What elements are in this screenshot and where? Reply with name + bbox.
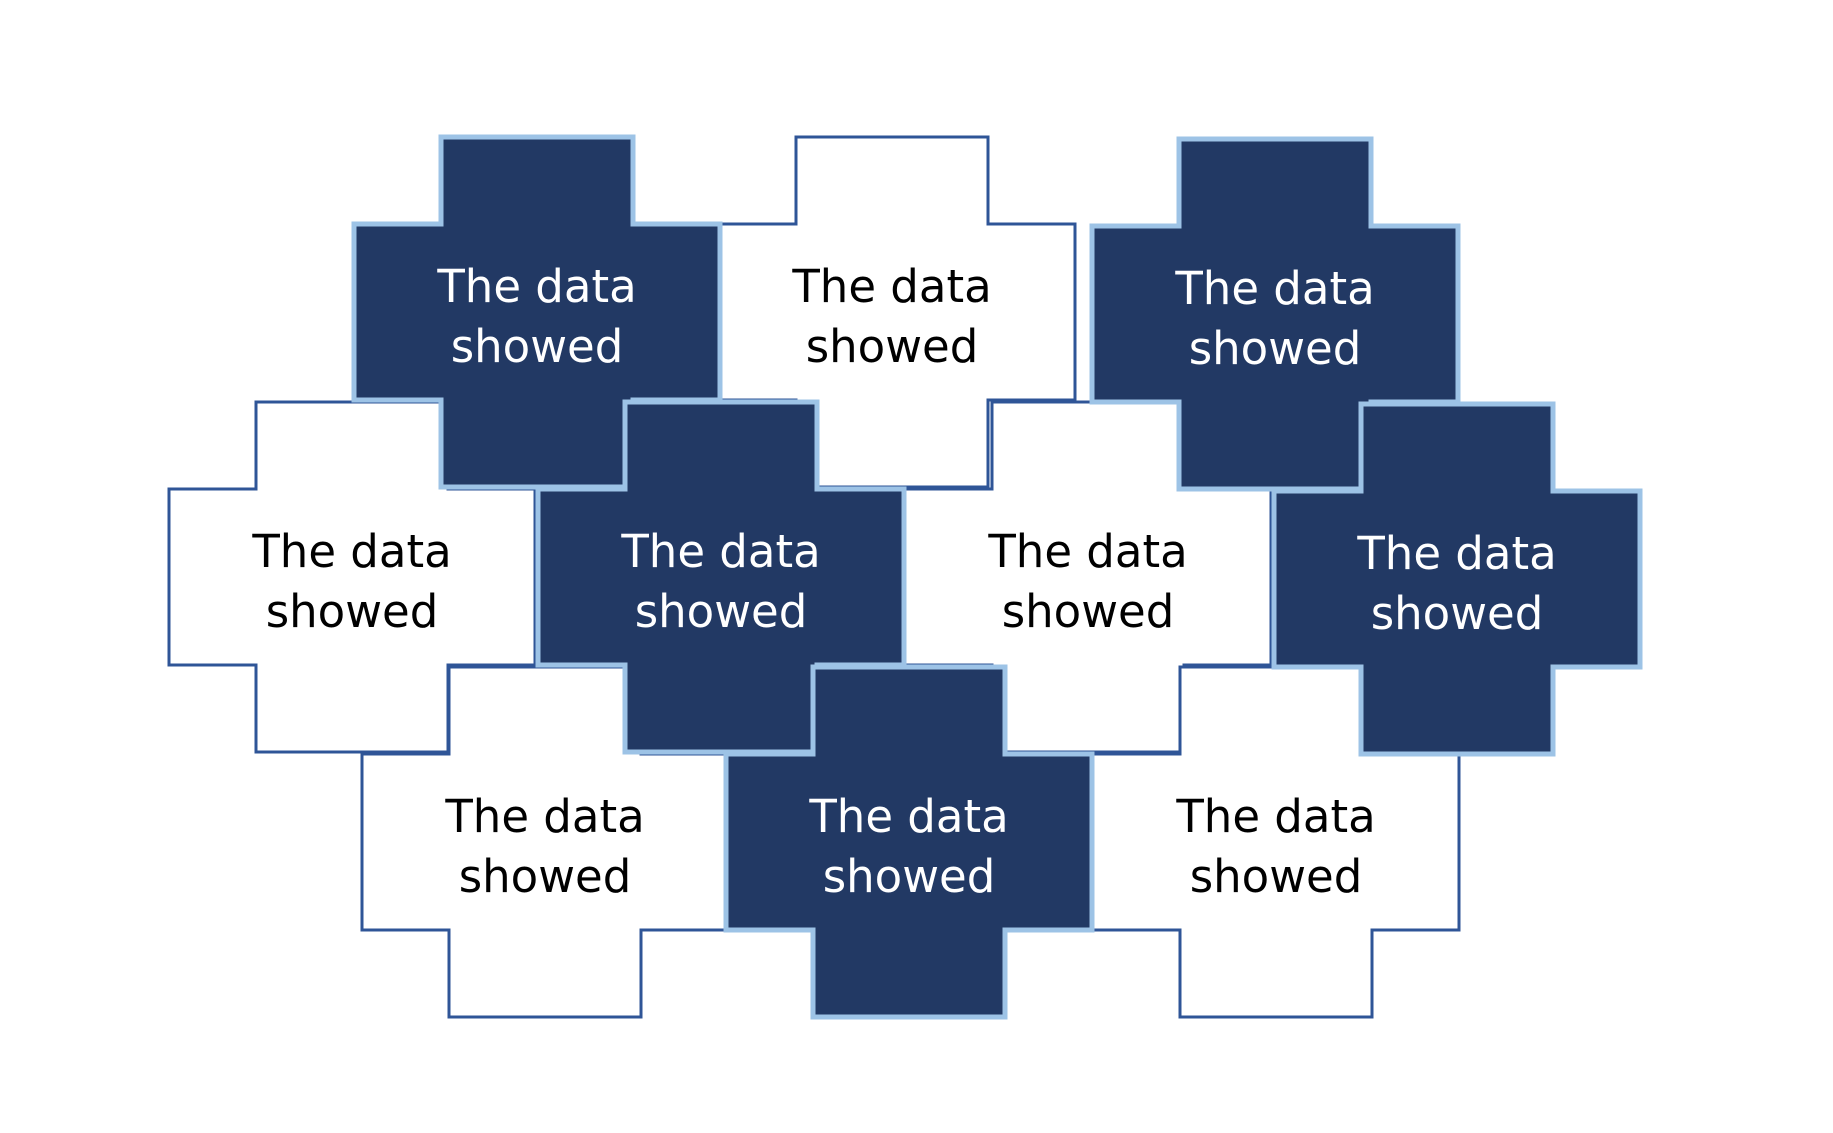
tile-label-line2: showed <box>635 585 808 638</box>
tile-label-line1: The data <box>1175 790 1375 843</box>
dark-cross-tile: The data showed <box>723 664 1095 1020</box>
tile-label-line2: showed <box>266 585 439 638</box>
tile-label-line1: The data <box>620 525 820 578</box>
cross-shape <box>723 664 1095 1020</box>
tile-label-line2: showed <box>1371 587 1544 640</box>
tile-label-line2: showed <box>1190 850 1363 903</box>
dark-cross-tile: The data showed <box>1271 401 1643 757</box>
tile-label-line1: The data <box>808 790 1008 843</box>
tile-label-line1: The data <box>1356 527 1556 580</box>
tile-label-line1: The data <box>251 525 451 578</box>
tile-label-line2: showed <box>451 320 624 373</box>
tile-label-line2: showed <box>459 850 632 903</box>
tile-label-line2: showed <box>1002 585 1175 638</box>
tile-label-line1: The data <box>444 790 644 843</box>
tile-label-line1: The data <box>987 525 1187 578</box>
tile-label-line1: The data <box>791 260 991 313</box>
tile-label-line2: showed <box>823 850 996 903</box>
cross-shape <box>1271 401 1643 757</box>
tile-label-line1: The data <box>436 260 636 313</box>
tile-label-line2: showed <box>1189 322 1362 375</box>
tile-label-line2: showed <box>806 320 979 373</box>
tile-label-line1: The data <box>1174 262 1374 315</box>
